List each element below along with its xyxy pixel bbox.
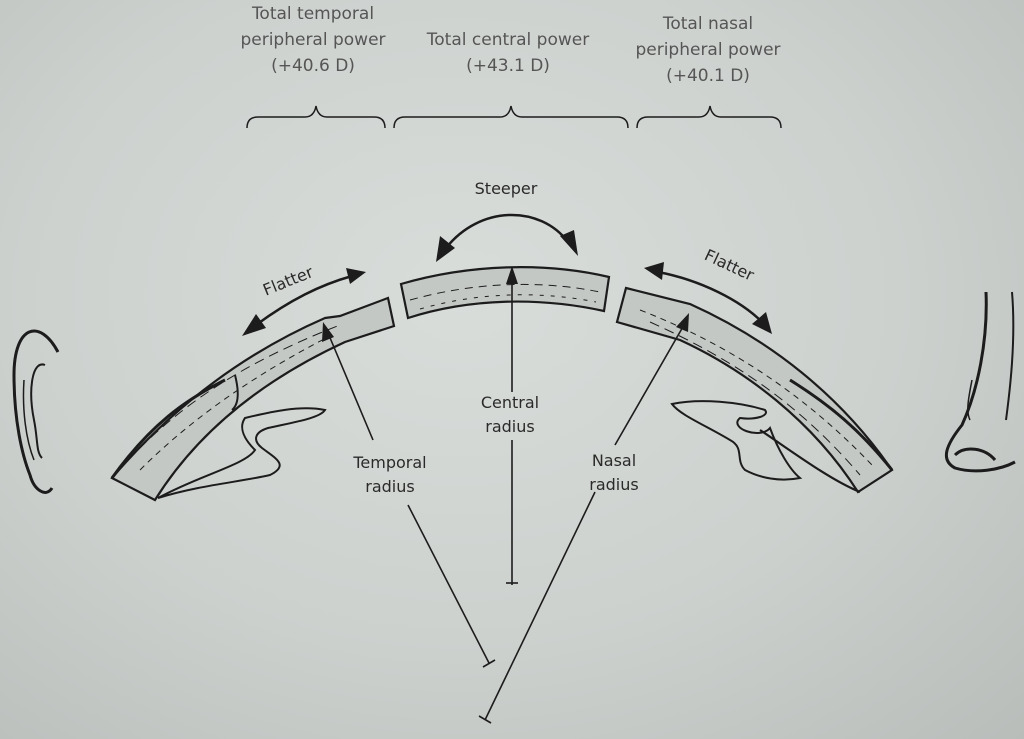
ear-icon xyxy=(12,329,60,494)
temporal-power-label: Total temporal peripheral power (+40.6 D… xyxy=(240,4,385,76)
central-power-label: Total central power (+43.1 D) xyxy=(426,30,589,76)
nasal-brace xyxy=(636,105,782,129)
nasal-power-line-2: peripheral power xyxy=(635,40,780,60)
central-brace xyxy=(393,105,629,129)
cornea-temporal-section xyxy=(110,296,396,502)
nasal-power-line-1: Total nasal xyxy=(662,14,753,34)
central-radius-label-1: Central xyxy=(481,393,539,412)
iris-temporal xyxy=(157,407,327,499)
central-power-line-1: Total central power xyxy=(426,30,589,50)
temporal-power-line-1: Total temporal xyxy=(251,4,374,24)
temporal-radius-label-2: radius xyxy=(365,477,414,496)
iris-nasal xyxy=(670,400,803,481)
central-power-value: (+43.1 D) xyxy=(466,56,550,76)
cornea-central-section xyxy=(399,266,611,320)
temporal-power-line-2: peripheral power xyxy=(240,30,385,50)
nasal-radius-label-2: radius xyxy=(589,475,638,494)
nasal-radius-line xyxy=(478,313,689,724)
steeper-arrow: Steeper xyxy=(436,179,578,262)
temporal-brace xyxy=(246,105,386,129)
sclera-nasal-edge xyxy=(759,429,861,494)
nasal-power-value: (+40.1 D) xyxy=(666,66,750,86)
steeper-label: Steeper xyxy=(475,179,538,198)
cornea-nasal-section xyxy=(615,286,894,494)
central-radius-label-2: radius xyxy=(485,417,534,436)
temporal-radius-line xyxy=(322,322,496,668)
temporal-power-value: (+40.6 D) xyxy=(271,56,355,76)
central-radius-line xyxy=(506,266,518,585)
nose-icon xyxy=(944,291,1016,473)
temporal-radius-label-1: Temporal xyxy=(352,453,426,472)
nasal-power-label: Total nasal peripheral power (+40.1 D) xyxy=(635,14,780,86)
nasal-radius-label-1: Nasal xyxy=(592,451,636,470)
flatter-right-label: Flatter xyxy=(702,245,758,285)
